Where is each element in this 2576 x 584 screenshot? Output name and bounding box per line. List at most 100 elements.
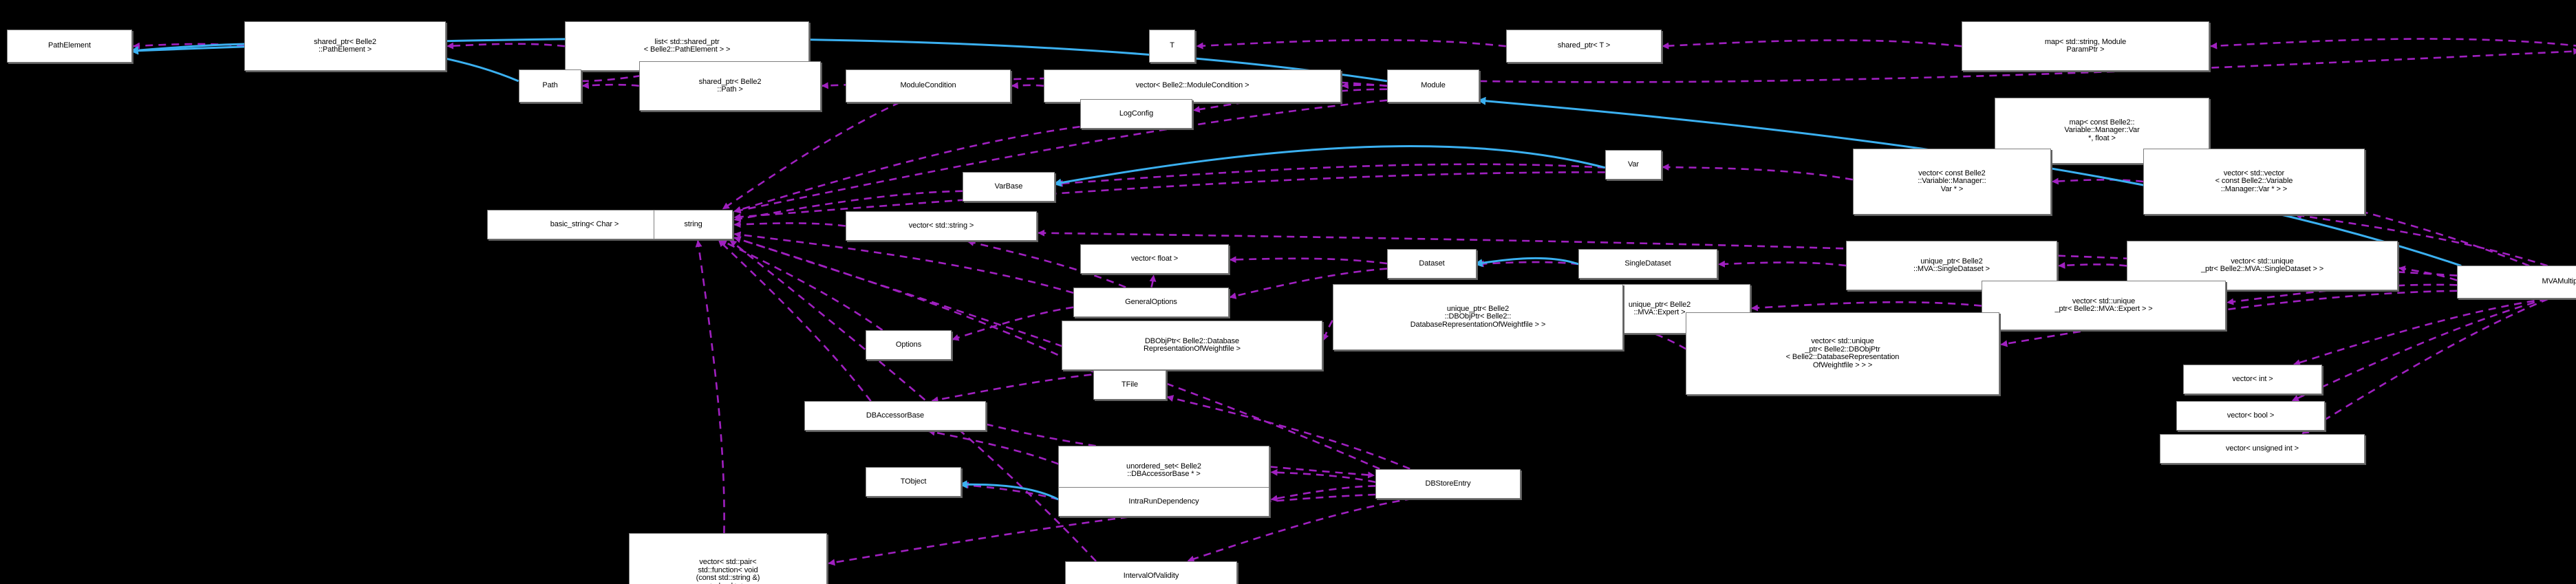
graph-node-label: basic_string< Char >	[550, 219, 619, 228]
edge-tfile-to-string	[733, 236, 1094, 373]
graph-node-vec_bool[interactable]: vector< bool >	[2176, 401, 2325, 431]
graph-node-sp_path[interactable]: shared_ptr< Belle2 ::Path >	[639, 61, 821, 111]
graph-node-tfile[interactable]: TFile	[1093, 370, 1166, 400]
graph-node-dbstoreentry[interactable]: DBStoreEntry	[1375, 469, 1521, 499]
graph-node-varbase[interactable]: VarBase	[963, 172, 1055, 202]
graph-node-vec_vec_const_var[interactable]: vector< std::vector < const Belle2::Vari…	[2143, 149, 2365, 215]
edge-list_sp_pathelement-to-sp_pathelement	[447, 42, 565, 50]
edge-sp_path-to-path	[581, 82, 639, 89]
edge-unordered_set_dbab-to-dbaccessorbase	[927, 429, 1059, 465]
graph-node-label: SingleDataset	[1624, 259, 1671, 268]
graph-node-label: map< std::string, Module ParamPtr >	[2044, 37, 2127, 54]
graph-node-label: vector< Belle2::ModuleCondition >	[1135, 81, 1249, 90]
edge-generaloptions-to-options	[952, 306, 1074, 341]
inherit-edge-var-to-varbase	[1053, 145, 1606, 187]
graph-node-vec_string[interactable]: vector< std::string >	[846, 211, 1037, 241]
graph-node-t[interactable]: T	[1149, 30, 1195, 63]
edge-sp_pathelement-to-pathelement	[133, 42, 245, 50]
graph-node-basic_string[interactable]: basic_string< Char >	[487, 210, 682, 239]
edge-vec_modulecondition-to-modulecondition	[1011, 82, 1044, 89]
graph-node-modulecondition[interactable]: ModuleCondition	[846, 69, 1011, 102]
graph-node-tobject[interactable]: TObject	[866, 467, 961, 497]
graph-node-vec_const_var[interactable]: vector< const Belle2 ::Variable::Manager…	[1853, 149, 2051, 215]
edge-var-to-varbase	[1055, 163, 1605, 187]
graph-node-label: vector< std::pair< std::function< void (…	[696, 558, 760, 584]
graph-node-vec_int[interactable]: vector< int >	[2183, 365, 2322, 394]
edge-dbstoreentry-to-intervalofvalidity	[1187, 497, 1413, 563]
graph-node-mvamultipleexperts[interactable]: MVAMultipleExpertsModule	[2457, 266, 2576, 299]
graph-node-singledataset[interactable]: SingleDataset	[1578, 249, 1717, 279]
graph-node-dbaccessorbase[interactable]: DBAccessorBase	[804, 401, 986, 431]
edge-mvamultipleexperts-to-vec_vec_const_var	[2295, 212, 2548, 267]
inherit-edge-intrarundependency-to-tobject	[958, 480, 1060, 501]
edge-module-to-string	[733, 99, 1388, 214]
graph-node-label: Options	[895, 340, 922, 349]
edge-uniq_singledataset-to-singledataset	[1718, 260, 1847, 268]
graph-node-path[interactable]: Path	[519, 69, 581, 102]
graph-node-label: Dataset	[1419, 259, 1445, 268]
graph-node-label: Module	[1421, 81, 1446, 90]
graph-node-generaloptions[interactable]: GeneralOptions	[1073, 288, 1229, 317]
graph-node-vec_pair_func[interactable]: vector< std::pair< std::function< void (…	[629, 533, 827, 584]
graph-node-logconfig[interactable]: LogConfig	[1080, 99, 1192, 129]
edge-vec_uniq_singledataset-to-uniq_singledataset	[2058, 261, 2127, 269]
graph-node-module[interactable]: Module	[1387, 69, 1479, 102]
edge-moduleparamlist-to-map_str_moduleparam	[2210, 38, 2576, 50]
graph-node-label: LogConfig	[1119, 109, 1154, 118]
edge-dataset-to-vec_float	[1229, 256, 1388, 265]
graph-node-label: unique_ptr< Belle2 ::MVA::SingleDataset …	[1913, 257, 1990, 273]
edge-sp_t-to-t	[1196, 39, 1506, 50]
graph-node-label: vector< std::unique _ptr< Belle2::MVA::E…	[2054, 296, 2153, 313]
graph-node-label: vector< std::vector < const Belle2::Vari…	[2215, 169, 2293, 193]
graph-node-label: GeneralOptions	[1125, 297, 1177, 306]
graph-node-map_str_moduleparam[interactable]: map< std::string, Module ParamPtr >	[1962, 21, 2209, 71]
edge-dataset-to-generaloptions	[1229, 268, 1388, 299]
graph-node-label: Var	[1627, 160, 1639, 169]
graph-node-var[interactable]: Var	[1605, 150, 1662, 180]
inherit-edge-singledataset-to-dataset	[1474, 257, 1579, 268]
graph-node-string[interactable]: string	[654, 210, 733, 239]
graph-node-label: TObject	[900, 477, 927, 486]
graph-node-label: IntraRunDependency	[1128, 497, 1199, 506]
graph-node-sp_pathelement[interactable]: shared_ptr< Belle2 ::PathElement >	[244, 21, 446, 71]
graph-node-label: unique_ptr< Belle2 ::DBObjPtr< Belle2:: …	[1410, 304, 1546, 329]
graph-node-label: shared_ptr< Belle2 ::Path >	[698, 77, 762, 94]
edge-generaloptions-to-vec_string	[967, 239, 1126, 288]
graph-node-uniq_dbobjptr_dbrepr[interactable]: unique_ptr< Belle2 ::DBObjPtr< Belle2:: …	[1333, 284, 1623, 350]
graph-node-vec_float[interactable]: vector< float >	[1080, 244, 1229, 274]
graph-node-pathelement[interactable]: PathElement	[7, 30, 132, 63]
edge-dbaccessorbase-to-string	[718, 239, 872, 402]
graph-node-label: vector< bool >	[2226, 411, 2275, 420]
graph-node-vec_modulecondition[interactable]: vector< Belle2::ModuleCondition >	[1044, 69, 1341, 102]
graph-node-sp_t[interactable]: shared_ptr< T >	[1506, 30, 1662, 63]
graph-node-label: map< const Belle2:: Variable::Manager::V…	[2064, 118, 2140, 142]
graph-node-label: T	[1170, 41, 1174, 50]
graph-node-options[interactable]: Options	[866, 330, 952, 360]
edge-options-to-string	[720, 239, 883, 332]
graph-node-intrarundependency[interactable]: IntraRunDependency	[1058, 487, 1269, 517]
edge-varbase-to-string	[733, 190, 963, 222]
graph-node-intervalofvalidity[interactable]: IntervalOfValidity	[1065, 561, 1237, 584]
graph-node-label: MVAMultipleExpertsModule	[2542, 277, 2576, 286]
edge-dbstoreentry-to-intrarundependency	[1270, 485, 1376, 502]
edge-vec_string-to-string	[733, 221, 846, 228]
edge-mvamultipleexperts-to-vec_int	[2293, 298, 2548, 366]
edge-vec_uniq_dbobjptr-to-uniq_dbobjptr_dbrepr	[1624, 321, 1687, 350]
graph-node-label: shared_ptr< T >	[1557, 41, 1611, 50]
graph-node-dataset[interactable]: Dataset	[1387, 249, 1477, 279]
graph-node-label: vector< int >	[2232, 374, 2273, 383]
graph-node-vec_unsigned_int[interactable]: vector< unsigned int >	[2160, 434, 2365, 464]
edge-modulecondition-to-string	[722, 101, 901, 210]
edge-generaloptions-to-vec_float	[1149, 274, 1157, 288]
edge-vec_uniq_expert-to-uniq_expert	[1751, 301, 1982, 312]
graph-node-vec_uniq_dbobjptr[interactable]: vector< std::unique _ptr< Belle2::DBObjP…	[1686, 312, 1999, 395]
graph-node-label: string	[684, 219, 702, 228]
edge-uniq_dbobjptr_dbrepr-to-dbobjptr_dbrepr	[1322, 320, 1333, 341]
graph-node-label: unordered_set< Belle2 ::DBAccessorBase *…	[1126, 462, 1201, 478]
graph-node-label: vector< float >	[1130, 254, 1179, 263]
graph-node-dbobjptr_dbrepr[interactable]: DBObjPtr< Belle2::Database Representatio…	[1062, 321, 1322, 370]
graph-node-vec_uniq_expert[interactable]: vector< std::unique _ptr< Belle2::MVA::E…	[1982, 281, 2226, 330]
edge-mvamultipleexperts-to-vec_string	[1038, 229, 2458, 277]
edge-vec_const_var-to-var	[1662, 164, 1854, 181]
